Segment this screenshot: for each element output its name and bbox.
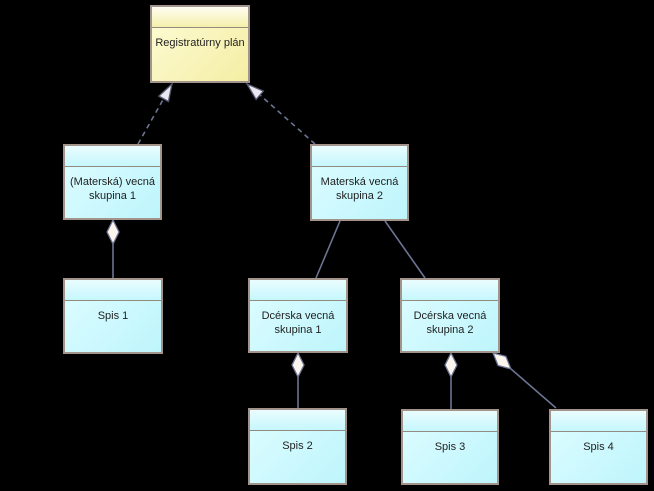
edge-aggregation-dcerska2-to-spis3[interactable] xyxy=(444,351,458,409)
node-body-compartment: Spis 1 xyxy=(65,301,161,352)
node-body-compartment: Materská vecná skupina 2 xyxy=(312,167,407,219)
node-spis-1[interactable]: Spis 1 xyxy=(63,278,163,354)
edge-association-materska2-to-dcerska1[interactable] xyxy=(315,220,341,279)
node-body-compartment: Spis 3 xyxy=(403,432,497,483)
node-label: Dcérska vecná xyxy=(413,310,487,322)
edge-dependency-materska1-to-plan[interactable] xyxy=(137,82,174,145)
node-dcerska-vecna-skupina-1[interactable]: Dcérska vecná skupina 1 xyxy=(248,278,348,353)
node-materska-vecna-skupina-1[interactable]: (Materská) vecná skupina 1 xyxy=(63,144,162,220)
edge-dependency-materska2-to-plan[interactable] xyxy=(245,82,316,145)
node-label: skupina 2 xyxy=(426,324,474,336)
node-header-compartment xyxy=(250,410,345,431)
arrowhead-icon xyxy=(157,82,174,103)
edge-aggregation-materska1-to-spis1[interactable] xyxy=(106,218,120,278)
node-label: skupina 1 xyxy=(274,324,322,336)
node-label: skupina 2 xyxy=(335,190,384,202)
arrowhead-icon xyxy=(245,82,265,101)
node-materska-vecna-skupina-2[interactable]: Materská vecná skupina 2 xyxy=(310,144,409,221)
node-label: Materská vecná xyxy=(320,176,399,188)
dashed-line xyxy=(137,97,165,145)
node-header-compartment xyxy=(65,280,161,301)
node-body-compartment: Dcérska vecná skupina 1 xyxy=(250,301,346,351)
dashed-line xyxy=(259,94,316,145)
node-label: Registratúrny plán xyxy=(155,37,245,49)
node-label: Spis 1 xyxy=(97,310,129,322)
aggregation-diamond-icon xyxy=(106,218,120,246)
node-header-compartment xyxy=(250,280,346,301)
node-dcerska-vecna-skupina-2[interactable]: Dcérska vecná skupina 2 xyxy=(400,278,500,353)
node-label: Spis 4 xyxy=(583,441,614,453)
node-registraturny-plan[interactable]: Registratúrny plán xyxy=(150,5,250,83)
edge-aggregation-dcerska2-to-spis4[interactable] xyxy=(491,352,557,409)
node-body-compartment: Dcérska vecná skupina 2 xyxy=(402,301,498,351)
node-body-compartment: Registratúrny plán xyxy=(152,28,248,81)
aggregation-diamond-icon xyxy=(491,352,512,370)
node-label: (Materská) vecná xyxy=(70,176,155,188)
node-header-compartment xyxy=(312,146,407,167)
node-label: Spis 3 xyxy=(434,441,466,453)
node-label: Dcérska vecná xyxy=(261,310,335,322)
node-header-compartment xyxy=(551,411,646,432)
node-label: skupina 1 xyxy=(88,190,137,202)
node-spis-3[interactable]: Spis 3 xyxy=(401,409,499,485)
node-header-compartment xyxy=(403,411,497,432)
node-header-compartment xyxy=(65,146,160,167)
association-line xyxy=(384,220,426,279)
edge-aggregation-dcerska1-to-spis2[interactable] xyxy=(291,351,305,408)
edge-association-materska2-to-dcerska2[interactable] xyxy=(384,220,426,279)
association-line xyxy=(315,220,341,279)
node-body-compartment: Spis 4 xyxy=(551,432,646,483)
node-body-compartment: Spis 2 xyxy=(250,431,345,483)
node-body-compartment: (Materská) vecná skupina 1 xyxy=(65,167,160,218)
association-line xyxy=(510,368,557,409)
node-header-compartment xyxy=(402,280,498,301)
aggregation-diamond-icon xyxy=(291,351,305,379)
node-header-compartment xyxy=(152,7,248,28)
node-label: Spis 2 xyxy=(282,440,313,452)
aggregation-diamond-icon xyxy=(444,351,458,379)
node-spis-4[interactable]: Spis 4 xyxy=(549,409,648,485)
node-spis-2[interactable]: Spis 2 xyxy=(248,408,347,485)
